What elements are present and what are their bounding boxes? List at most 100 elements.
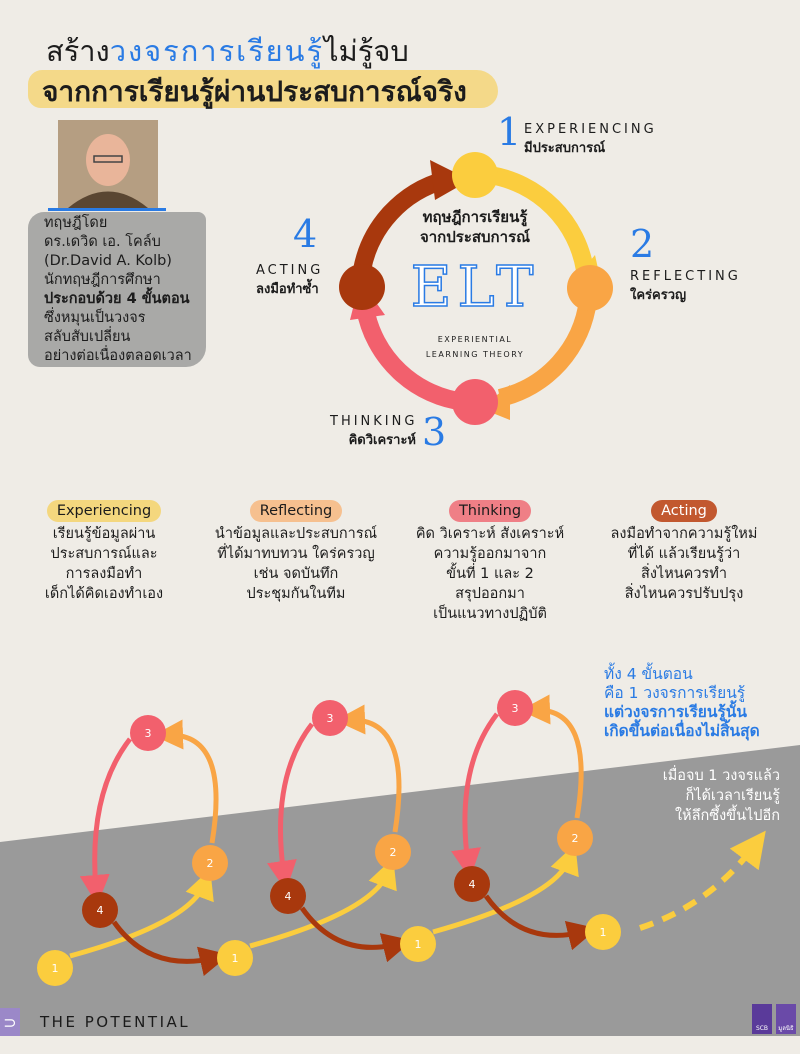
spiral-node-1 xyxy=(585,914,621,950)
stage-en: REFLECTING xyxy=(630,269,741,284)
foundation-logo: มูลนิธิ xyxy=(776,1004,796,1034)
column-line: เป็นแนวทางปฏิบัติ xyxy=(433,606,547,622)
summary-line: ทั้ง 4 ขั้นตอน xyxy=(604,665,693,683)
stage-number-1: 1 xyxy=(497,110,522,154)
summary-text: ทั้ง 4 ขั้นตอน คือ 1 วงจรการเรียนรู้ แต่… xyxy=(604,665,760,741)
arrowhead-1 xyxy=(430,160,470,200)
stage-th: คิดวิเคราะห์ xyxy=(348,433,416,448)
spiral-node-label: 1 xyxy=(415,938,422,951)
node-acting xyxy=(339,264,385,310)
bio-line: ดร.เดวิด เอ. โคล์บ xyxy=(44,234,161,250)
column-label: Experiencing xyxy=(46,500,162,522)
subtitle-line: LEARNING THEORY xyxy=(425,350,525,359)
elt-acronym: ELT xyxy=(410,254,540,321)
page-title-line2: จากการเรียนรู้ผ่านประสบการณ์จริง xyxy=(42,75,467,108)
arc-1-to-2 xyxy=(488,166,594,272)
spiral-node-2 xyxy=(557,820,593,856)
column-line: ขั้นที่ 1 และ 2 xyxy=(446,566,534,582)
column-line: ที่ได้มาทบทวน ใคร่ครวญ xyxy=(217,546,375,562)
node-reflecting xyxy=(567,265,613,311)
column-line: นำข้อมูลและประสบการณ์ xyxy=(214,526,378,542)
column-experiencing: Experiencing เรียนรู้ข้อมูลผ่านประสบการณ… xyxy=(9,500,199,604)
spiral-node-label: 1 xyxy=(232,952,239,965)
elt-subtitle: EXPERIENTIAL LEARNING THEORY xyxy=(395,332,555,362)
stage-th: ใคร่ครวญ xyxy=(630,288,687,303)
column-acting: Acting ลงมือทำจากความรู้ใหม่ที่ได้ แล้วเ… xyxy=(589,500,779,604)
spiral-node-label: 2 xyxy=(572,832,579,845)
spiral-arrow-1-2 xyxy=(69,868,214,959)
column-line: คิด วิเคราะห์ สังเคราะห์ xyxy=(415,526,565,542)
column-label: Thinking xyxy=(448,500,532,522)
summary-bold-line: เกิดขึ้นต่อเนื่องไม่สิ้นสุด xyxy=(604,722,760,740)
kolb-photo xyxy=(58,120,158,208)
bio-line: สลับสับเปลี่ยน xyxy=(44,329,131,345)
spiral-arrow-1-2 xyxy=(249,857,397,949)
note-line: ให้ลึกซึ้งขึ้นไปอีก xyxy=(674,808,780,824)
column-line: สิ่งไหนควรปรับปรุง xyxy=(624,586,744,602)
spiral-node-1 xyxy=(37,950,73,986)
spiral-arrow-2-3 xyxy=(520,694,584,819)
spiral-arrow-4-1 xyxy=(483,894,598,951)
spiral-node-label: 2 xyxy=(390,846,397,859)
center-title-line: จากประสบการณ์ xyxy=(419,228,531,246)
title-suffix: ไม่รู้จบ xyxy=(324,34,409,68)
arc-2-to-3 xyxy=(497,298,597,407)
spiral-node-4 xyxy=(454,866,490,902)
column-line: การลงมือทำ xyxy=(65,566,143,582)
brand-footer: ⊃ THE POTENTIAL xyxy=(0,1008,190,1036)
spiral-node-4 xyxy=(82,892,118,928)
spiral-node-3 xyxy=(312,700,348,736)
column-line: ความรู้ออกมาจาก xyxy=(433,546,547,562)
spiral-node-3 xyxy=(497,690,533,726)
bio-background xyxy=(28,212,206,367)
spiral-node-label: 1 xyxy=(52,962,59,975)
stage-th: ลงมือทำซ้ำ xyxy=(256,282,319,297)
stage-en: ACTING xyxy=(256,263,324,278)
elt-cycle xyxy=(339,152,613,425)
column-label: Acting xyxy=(651,500,717,522)
center-title-line: ทฤษฎีการเรียนรู้ xyxy=(422,208,528,226)
stage-2-label: REFLECTING ใคร่ครวญ xyxy=(630,269,741,305)
bio-line: อย่างต่อเนื่องตลอดเวลา xyxy=(44,348,192,364)
title-highlight-brush xyxy=(28,70,498,108)
spiral-arrow-4-1 xyxy=(299,906,413,963)
scb-logo: SCB xyxy=(752,1004,772,1034)
spiral-node-label: 3 xyxy=(145,727,152,740)
summary-line: คือ 1 วงจรการเรียนรู้ xyxy=(604,684,746,702)
bio-line: ทฤษฎีโดย xyxy=(44,215,108,231)
title-highlight: วงจรการเรียนรู้ xyxy=(109,34,325,68)
arc-4-to-1 xyxy=(353,171,448,272)
bio-line: นักทฤษฎีการศึกษา xyxy=(44,272,161,288)
brand-name: THE POTENTIAL xyxy=(40,1013,191,1031)
subtitle-line: EXPERIENTIAL xyxy=(437,335,513,344)
stage-4-label: ACTING ลงมือทำซ้ำ xyxy=(256,263,323,299)
continue-arrow xyxy=(639,830,766,931)
column-line: เรียนรู้ข้อมูลผ่าน xyxy=(52,526,156,542)
spiral-arrow-3-4 xyxy=(79,737,132,905)
stage-th: มีประสบการณ์ xyxy=(524,141,606,156)
column-line: ลงมือทำจากความรู้ใหม่ xyxy=(610,526,758,542)
column-line: สิ่งไหนควรทำ xyxy=(640,566,728,582)
bio-text: ทฤษฎีโดย ดร.เดวิด เอ. โคล์บ (Dr.David A.… xyxy=(44,214,192,366)
stage-number-4: 4 xyxy=(293,212,318,256)
column-thinking: Thinking คิด วิเคราะห์ สังเคราะห์ความรู้… xyxy=(395,500,585,624)
the-potential-logo-icon: ⊃ xyxy=(0,1008,20,1036)
stage-1-label: EXPERIENCING มีประสบการณ์ xyxy=(524,122,657,158)
column-line: สรุปออกมา xyxy=(455,586,525,602)
page-title-line1: สร้างวงจรการเรียนรู้ไม่รู้จบ xyxy=(46,28,409,74)
column-line: เด็กได้คิดเองทำเอง xyxy=(44,586,164,602)
node-experiencing xyxy=(452,152,498,198)
spiral-node-1 xyxy=(217,940,253,976)
arc-3-to-4 xyxy=(356,306,467,411)
stage-number-2: 2 xyxy=(630,222,655,266)
cycle-center-title: ทฤษฎีการเรียนรู้จากประสบการณ์ xyxy=(395,207,555,247)
spiral-arrow-2-3 xyxy=(335,704,402,833)
spiral-node-4 xyxy=(270,878,306,914)
stage-en: EXPERIENCING xyxy=(524,122,657,137)
summary-bold-line: แต่วงจรการเรียนรู้นั้น xyxy=(604,703,747,721)
spiral-arrow-2-3 xyxy=(153,719,219,844)
spiral-node-3 xyxy=(130,715,166,751)
column-line: เช่น จดบันทึก xyxy=(253,566,339,582)
column-reflecting: Reflecting นำข้อมูลและประสบการณ์ที่ได้มา… xyxy=(201,500,391,604)
column-line: ประชุมกันในทีม xyxy=(246,586,346,602)
